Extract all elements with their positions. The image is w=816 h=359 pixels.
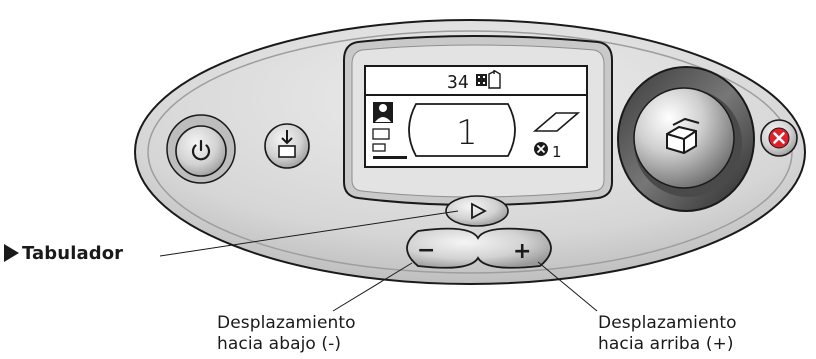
scroll-up-callout: Desplazamiento hacia arriba (+) xyxy=(598,313,737,355)
callout-lines xyxy=(159,210,598,312)
print-button[interactable] xyxy=(617,66,755,212)
paper-size-icon xyxy=(532,112,581,132)
memory-card-icon xyxy=(488,70,501,89)
tab-arrow-icon xyxy=(471,202,487,220)
scroll-down-callout-line1: Desplazamiento xyxy=(217,313,356,333)
scroll-down-callout-line2: hacia abajo (-) xyxy=(217,334,342,354)
cancel-button[interactable] xyxy=(760,119,798,157)
tab-callout: Tabulador xyxy=(4,243,123,264)
scroll-up-callout-line1: Desplazamiento xyxy=(598,313,737,333)
print-icon xyxy=(666,117,700,155)
scroll-rocker xyxy=(406,227,552,269)
scroll-down-callout: Desplazamiento hacia abajo (-) xyxy=(217,313,356,355)
scroll-down-button[interactable]: − xyxy=(417,238,435,263)
scroll-up-callout-line2: hacia arriba (+) xyxy=(598,334,734,354)
copies-frame xyxy=(408,103,516,157)
layout-small-icon xyxy=(372,143,386,152)
photo-count-display: 34 xyxy=(447,72,469,93)
copies-number: 1 xyxy=(456,113,478,153)
scroll-up-button[interactable]: + xyxy=(513,239,531,264)
tab-button[interactable] xyxy=(445,195,509,227)
triangle-icon xyxy=(4,244,19,262)
person-photo-icon xyxy=(373,102,393,123)
power-button[interactable] xyxy=(166,114,236,184)
power-icon xyxy=(191,139,211,161)
cancel-icon xyxy=(773,132,785,144)
progress-bar xyxy=(373,156,407,159)
multiply-icon xyxy=(534,142,548,156)
tab-callout-label: Tabulador xyxy=(22,243,124,264)
film-icon xyxy=(476,74,487,86)
save-button[interactable] xyxy=(264,123,310,169)
copies-multiplier: 1 xyxy=(552,143,562,161)
save-to-disk-icon xyxy=(278,130,296,158)
lcd-screen: 34 1 1 xyxy=(364,65,588,168)
layout-large-icon xyxy=(372,128,390,140)
